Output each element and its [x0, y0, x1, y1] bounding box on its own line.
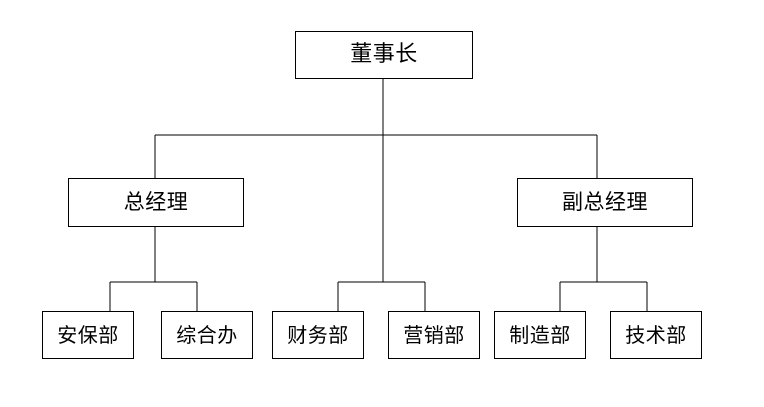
node-general-manager[interactable]: 总经理	[68, 178, 244, 227]
node-deputy-general-manager[interactable]: 副总经理	[517, 178, 693, 227]
node-general-manager-label: 总经理	[123, 190, 189, 214]
node-security-department[interactable]: 安保部	[42, 311, 134, 359]
node-chairman-label: 董事长	[350, 42, 418, 67]
node-marketing-department[interactable]: 营销部	[388, 311, 480, 359]
node-technology-department-label: 技术部	[625, 323, 687, 347]
node-general-office-label: 综合办	[176, 323, 238, 347]
node-security-department-label: 安保部	[57, 323, 119, 347]
node-manufacturing-department-label: 制造部	[509, 323, 571, 347]
node-finance-department-label: 财务部	[287, 323, 349, 347]
node-technology-department[interactable]: 技术部	[610, 311, 702, 359]
node-deputy-general-manager-label: 副总经理	[562, 190, 648, 214]
node-general-office[interactable]: 综合办	[161, 311, 253, 359]
node-marketing-department-label: 营销部	[403, 323, 465, 347]
node-finance-department[interactable]: 财务部	[272, 311, 364, 359]
node-manufacturing-department[interactable]: 制造部	[494, 311, 586, 359]
node-chairman[interactable]: 董事长	[295, 31, 473, 79]
